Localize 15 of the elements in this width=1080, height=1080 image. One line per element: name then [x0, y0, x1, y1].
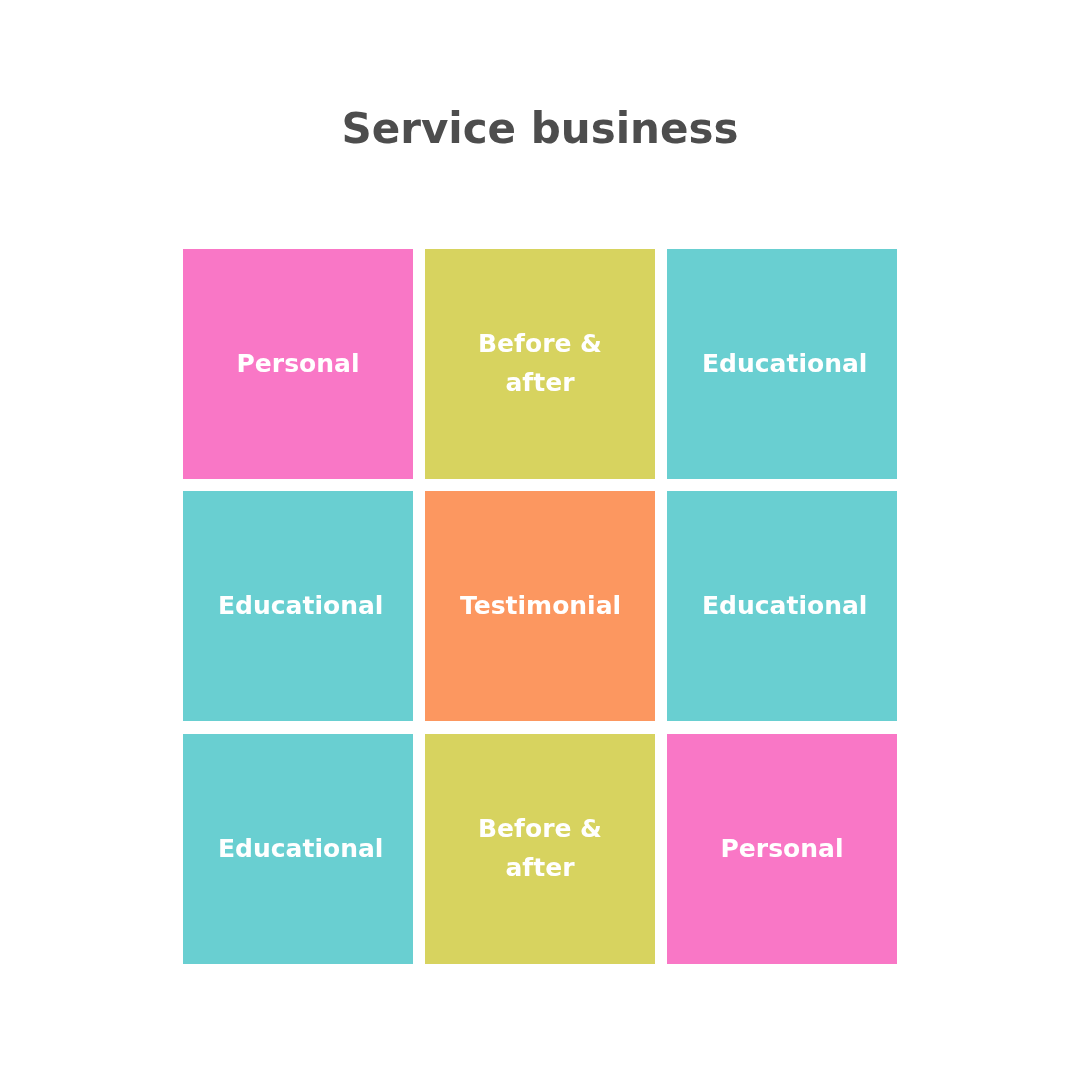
tile-label: Before & after	[477, 813, 603, 884]
content-tile	[667, 491, 897, 721]
title: Service business	[340, 104, 740, 153]
content-tile	[183, 734, 413, 964]
content-tile	[425, 491, 655, 721]
tile-label: Testimonial	[460, 589, 620, 622]
content-tile	[183, 249, 413, 479]
content-tile	[667, 734, 897, 964]
content-tile	[425, 249, 655, 479]
content-tile	[425, 734, 655, 964]
content-tile	[183, 491, 413, 721]
tile-label: Before & after	[477, 328, 603, 399]
tile-label: Personal	[235, 347, 361, 380]
tile-label: Personal	[719, 832, 845, 865]
content-tile	[667, 249, 897, 479]
